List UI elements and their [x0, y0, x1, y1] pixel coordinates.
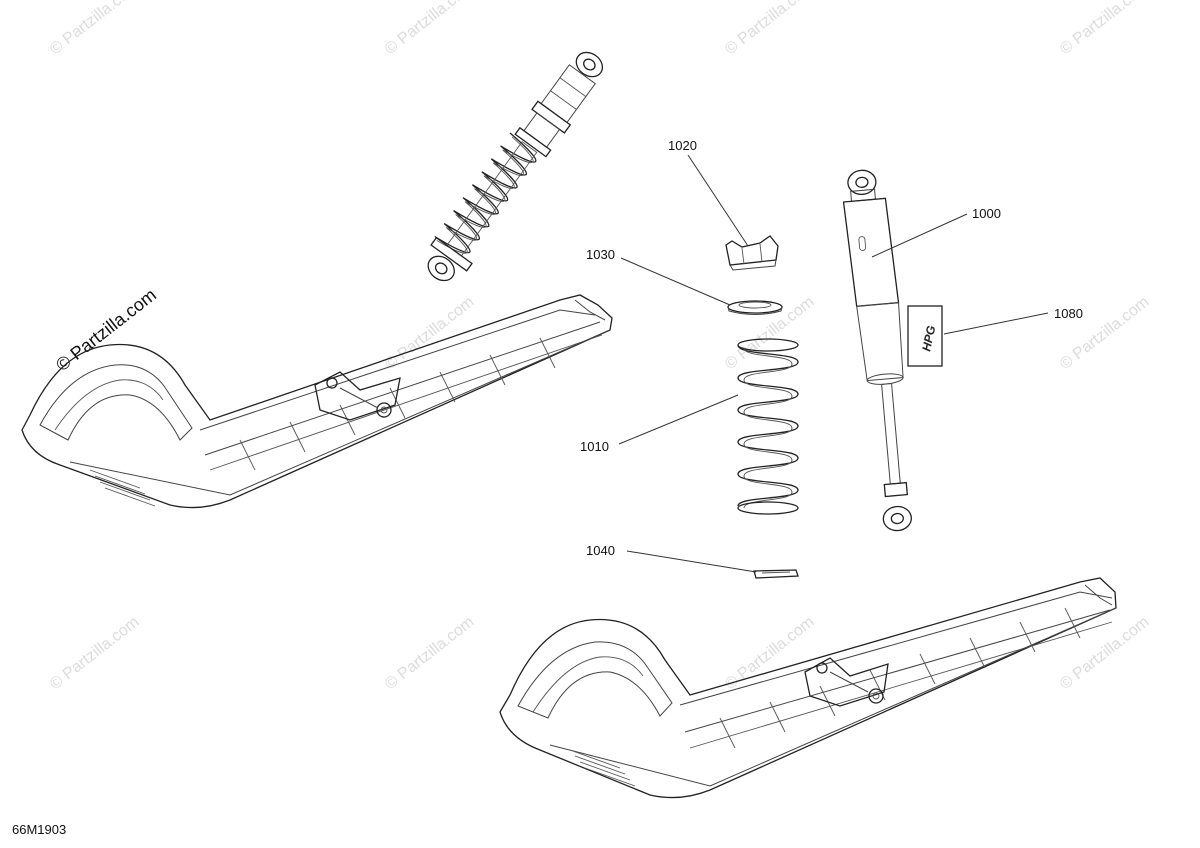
leader-1030	[620, 257, 731, 306]
part-1020-retainer	[725, 235, 779, 271]
callout-1000[interactable]: 1000	[972, 206, 1001, 221]
callout-1040[interactable]: 1040	[586, 543, 615, 558]
watermark: © Partzilla.com	[722, 293, 817, 373]
assembled-shock-absorber	[427, 51, 604, 282]
leader-1010	[618, 394, 739, 445]
diagram-code: 66M1903	[12, 822, 66, 837]
leader-1080	[943, 312, 1049, 335]
part-1030-washer	[727, 300, 783, 315]
callout-1010[interactable]: 1010	[580, 439, 609, 454]
ski-lower	[499, 577, 1117, 799]
leader-1040	[626, 550, 757, 573]
watermark: © Partzilla.com	[1057, 613, 1152, 693]
watermark: © Partzilla.com	[382, 0, 477, 58]
watermark: © Partzilla.com	[47, 0, 142, 58]
part-1040-clip	[753, 569, 799, 579]
callout-1030[interactable]: 1030	[586, 247, 615, 262]
watermark: © Partzilla.com	[722, 0, 817, 58]
watermark: © Partzilla.com	[1057, 0, 1152, 58]
leader-1000	[871, 213, 968, 258]
part-1080-decal: HPG	[907, 305, 943, 367]
leader-lines	[618, 154, 1049, 573]
callout-1080[interactable]: 1080	[1054, 306, 1083, 321]
callout-labels: 1020 1000 1030 1080 1010 1040	[580, 138, 1083, 558]
part-1000-shock-absorber	[842, 169, 912, 532]
watermark: © Partzilla.com	[47, 613, 142, 693]
callout-1020[interactable]: 1020	[668, 138, 697, 153]
watermark-grid: © Partzilla.com © Partzilla.com © Partzi…	[47, 0, 1152, 693]
decal-text: HPG	[919, 324, 938, 352]
watermark: © Partzilla.com	[382, 613, 477, 693]
ski-upper	[21, 294, 613, 509]
part-1010-coil-spring	[737, 338, 799, 515]
leader-1020	[687, 154, 749, 247]
